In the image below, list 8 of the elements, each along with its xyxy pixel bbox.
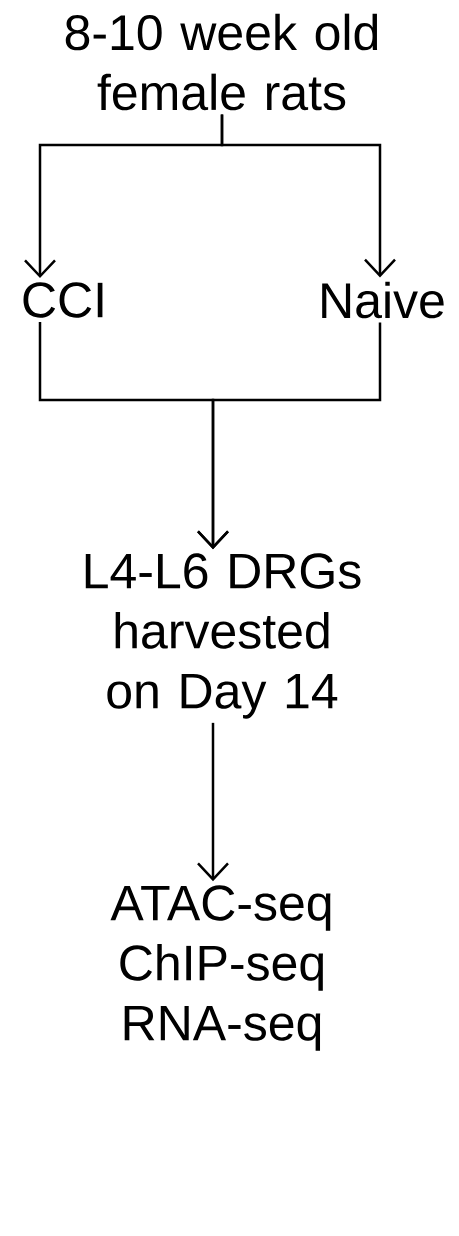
arrow xyxy=(197,322,382,550)
step-text: L4-L6 DRGs harvested on Day 14 xyxy=(85,553,361,719)
step-text: CCI xyxy=(23,282,103,318)
step-text: ATAC-seq ChIP-seq RNA-seq xyxy=(110,885,331,1051)
arrow xyxy=(197,722,229,882)
arrow xyxy=(220,114,396,278)
step-text: 8-10 week old female rats xyxy=(65,13,378,111)
step-text: Naive xyxy=(322,281,444,319)
